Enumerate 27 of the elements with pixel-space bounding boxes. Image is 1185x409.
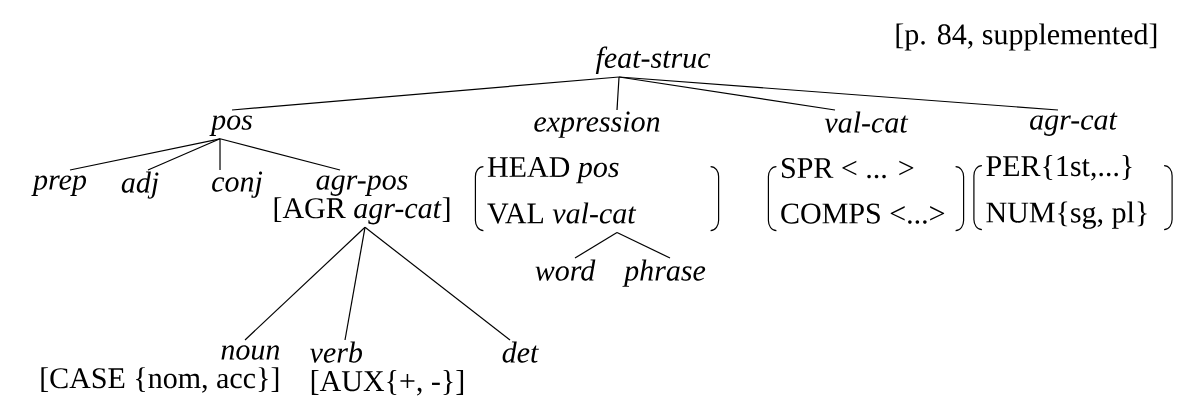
tree-branch (344, 226, 366, 341)
tree-branch (616, 231, 671, 259)
type-label: adj (121, 171, 159, 199)
feature-structure: expression HEAD pos VAL val-cat (474, 111, 720, 232)
type-label: conj (212, 171, 263, 198)
tree-branch (69, 138, 221, 171)
type-label: feat-struc (595, 46, 711, 75)
type-label: word (535, 259, 596, 281)
tree-branch (364, 226, 511, 341)
type-label: prep (31, 175, 87, 196)
tree-branch (574, 231, 618, 259)
tree-branch (219, 138, 341, 171)
tree-branch (231, 76, 620, 111)
type-label: det (502, 341, 539, 363)
tree-branch (244, 226, 366, 341)
tree-branch (147, 138, 221, 171)
tree-branch (219, 138, 221, 171)
type-label: pos (209, 115, 252, 136)
type-label: verb [AUX{+, -}] (310, 341, 464, 396)
page-reference: [p. 84, supplemented] (896, 23, 1157, 51)
type-label: noun [CASE {nom, acc}] (41, 345, 280, 393)
tree-branch (616, 76, 620, 111)
feature-structure: agr-cat PER{1st,...} NUM{sg, pl} (973, 112, 1173, 231)
tree-branch (618, 76, 1059, 111)
type-label: agr-pos [AGR agr-cat] (274, 175, 450, 225)
type-label: phrase (622, 259, 706, 287)
feature-structure: val-cat SPR < ... > COMPS <...> (767, 111, 965, 232)
